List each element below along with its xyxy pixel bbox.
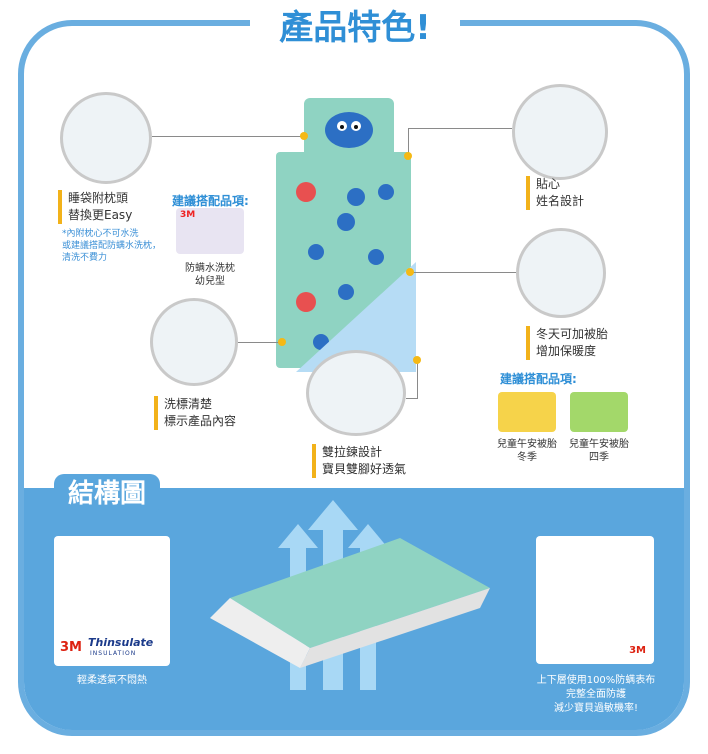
connector-line	[408, 128, 409, 156]
structure-title: 結構圖	[54, 474, 160, 514]
rec-quilt-caption-2: 兒童午安被胎 四季	[569, 439, 629, 463]
connector-line	[417, 360, 418, 399]
connector-dot	[300, 132, 308, 140]
quilt-insert-photo	[516, 228, 606, 318]
connector-line	[406, 398, 418, 399]
pillow-product-image: 3M	[176, 208, 244, 254]
wash-label-callout: 洗標清楚 標示產品內容	[154, 396, 236, 430]
quilt-allseason-product	[570, 392, 628, 432]
elephant-icon	[325, 112, 373, 148]
wash-label-photo	[150, 298, 238, 386]
connector-line	[408, 128, 512, 129]
pillow-callout: 睡袋附枕頭 替換更Easy	[58, 190, 132, 224]
connector-dot	[404, 152, 412, 160]
page-title: 產品特色!	[250, 6, 460, 50]
thinsulate-photo: 3M Thinsulate INSULATION	[54, 536, 170, 666]
quilt-winter-product	[498, 392, 556, 432]
feet-photo	[306, 350, 406, 436]
connector-dot	[406, 268, 414, 276]
name-callout: 貼心 姓名設計	[526, 176, 584, 210]
layers-diagram	[210, 538, 490, 668]
connector-line	[410, 272, 516, 273]
connector-line	[152, 136, 304, 137]
name-tag-photo	[512, 84, 608, 180]
pillow-note: *內附枕心不可水洗 或建議搭配防螨水洗枕， 清洗不費力	[62, 229, 162, 263]
rec-pillow-caption: 防螨水洗枕 幼兒型	[185, 263, 235, 287]
thinsulate-caption: 輕柔透氣不悶熱	[77, 675, 147, 686]
rec-quilt-title: 建議搭配品項:	[500, 372, 577, 386]
connector-dot	[278, 338, 286, 346]
pillow-photo	[60, 92, 152, 184]
winter-callout: 冬天可加被胎 增加保暖度	[526, 326, 608, 360]
dust-mite-caption: 上下層使用100%防螨表布 完整全面防護 減少寶貝過敏機率!	[536, 675, 656, 714]
connector-line	[238, 342, 282, 343]
dust-mite-fabric-photo: 3M	[536, 536, 654, 664]
zipper-callout: 雙拉鍊設計 寶貝雙腳好透氣	[312, 444, 406, 478]
pillow-image	[304, 98, 394, 162]
rec-pillow-title: 建議搭配品項:	[172, 194, 249, 208]
connector-dot	[413, 356, 421, 364]
rec-quilt-caption-1: 兒童午安被胎 冬季	[497, 439, 557, 463]
